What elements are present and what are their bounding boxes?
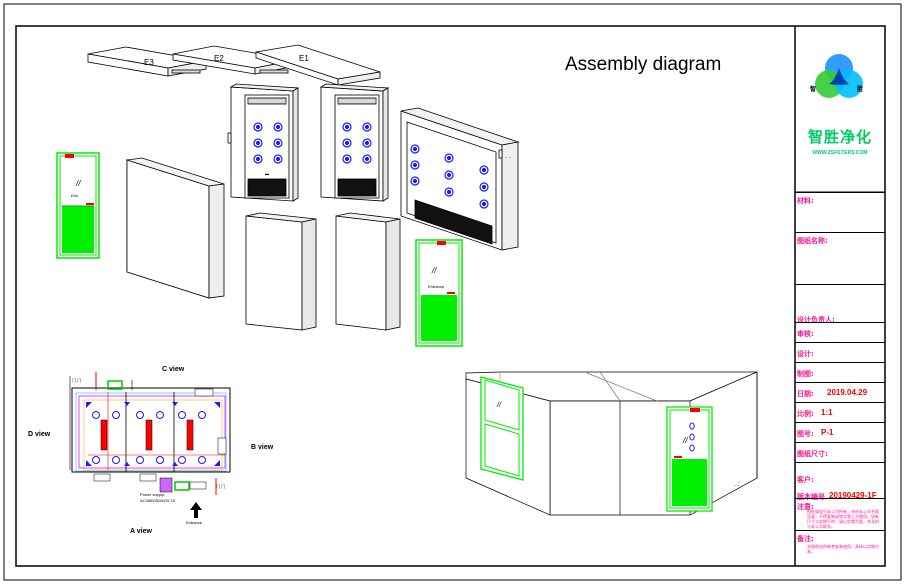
svg-text://: // xyxy=(496,402,502,409)
tb-scale: 比例: 1:1 xyxy=(795,402,885,422)
tb-designer-lead-label: 设计负责人: xyxy=(797,316,835,324)
floor-plan xyxy=(69,372,231,495)
plan-door-label-bottom: 门 门 xyxy=(216,483,225,489)
tb-drafting-label: 制图: xyxy=(797,370,814,378)
tb-version-label: 版本编号 xyxy=(797,493,825,501)
tb-spacer xyxy=(795,302,885,320)
tb-scale-value: 1:1 xyxy=(821,408,833,417)
title-block: 智 胜 智胜净化 WWW.ZSFILTERS.COM 材料: 图纸名称: 设计负… xyxy=(795,26,885,566)
tb-drawing-name: 图纸名称: xyxy=(795,232,885,284)
tb-version: 版本编号 20190429-1F xyxy=(795,480,885,501)
lower-cabinet-2 xyxy=(335,212,401,331)
tb-paper-size-label: 图纸尺寸: xyxy=(797,450,828,458)
panel-e3-label: E3 xyxy=(144,58,154,67)
tb-designer-lead: 设计负责人: xyxy=(795,284,885,324)
tb-review: 审核: xyxy=(795,322,885,342)
tb-customer-label: 客户: xyxy=(797,476,814,484)
tb-review-label: 审核: xyxy=(797,330,814,338)
air-shower-unit-2 xyxy=(319,83,390,202)
air-shower-unit-2-nozzles xyxy=(342,122,372,164)
assembled-exit-door: // xyxy=(480,376,524,481)
power-supply-spec: AC380V/50HZ/5.7A xyxy=(140,498,175,503)
svg-text://: // xyxy=(75,179,81,188)
drawing-title: Assembly diagram xyxy=(565,54,721,75)
tb-material: 材料: xyxy=(795,192,885,232)
side-wall-panel xyxy=(126,157,225,299)
power-supply-label: Power supply: xyxy=(140,492,165,497)
inner-border xyxy=(15,25,886,567)
front-nozzle-panel: . . xyxy=(400,107,520,251)
svg-text://: // xyxy=(431,266,437,275)
logo-left-char: 智 xyxy=(810,86,817,93)
exit-label: Exit xyxy=(71,193,79,198)
front-panel-nozzles xyxy=(410,144,489,209)
a-view-label: A view xyxy=(130,528,152,535)
svg-text:▬: ▬ xyxy=(265,171,269,176)
lower-cabinet-1 xyxy=(245,212,317,331)
tb-scale-label: 比例: xyxy=(797,410,814,418)
tb-design-label: 设计: xyxy=(797,350,814,358)
panel-e2-label: E2 xyxy=(214,54,224,63)
d-view-label: D view xyxy=(28,431,51,438)
svg-text:. .: . . xyxy=(505,153,511,160)
entrance-arrow xyxy=(190,502,202,518)
b-view-label: B view xyxy=(251,444,274,451)
tb-notes-text: 图纸版权归本公司所有，未经本公司书面同意，不得复制或转交第三方使用。如有尺寸与实… xyxy=(807,509,879,529)
tb-drawing-no: 图号: P-1 xyxy=(795,422,885,442)
tb-drawing-no-label: 图号: xyxy=(797,430,814,438)
air-shower-unit-1-nozzles xyxy=(253,122,283,164)
c-view-label: C view xyxy=(162,366,185,373)
tb-date: 日期: 2019.04.29 xyxy=(795,382,885,402)
dimension-marks: . : xyxy=(734,481,740,488)
tb-paper-size: 图纸尺寸: xyxy=(795,442,885,462)
tb-customer: 客户: xyxy=(795,462,885,484)
tb-drawing-no-value: P-1 xyxy=(821,428,834,437)
company-name: 智胜净化 xyxy=(807,128,872,146)
logo-right-char: 胜 xyxy=(857,86,864,93)
tb-date-value: 2019.04.29 xyxy=(827,388,868,397)
tb-notes-label: 注意: xyxy=(797,503,814,511)
tb-material-label: 材料: xyxy=(797,197,814,205)
exit-door: // Exit xyxy=(56,152,100,259)
entrance-door: // Entrance xyxy=(415,239,463,347)
company-logo xyxy=(815,54,863,98)
tb-version-value: 20190429-1F xyxy=(829,491,877,500)
outer-border xyxy=(3,3,902,581)
plan-entrance-label: Entrance xyxy=(186,520,203,525)
air-shower-unit-1: ▬ xyxy=(227,83,300,202)
plan-door-label-top: 门 门 xyxy=(72,377,81,383)
svg-text://: // xyxy=(682,436,688,445)
company-website: WWW.ZSFILTERS.COM xyxy=(812,150,868,156)
panel-e1-label: E1 xyxy=(299,54,309,63)
tb-date-label: 日期: xyxy=(797,390,814,398)
tb-notes: 注意: 图纸版权归本公司所有，未经本公司书面同意，不得复制或转交第三方使用。如有… xyxy=(795,498,885,530)
assembled-entrance-door: // xyxy=(666,406,713,512)
tb-remarks: 备注: 本图纸仅供参考安装使用，具体以实物为准。 xyxy=(795,530,885,566)
tb-remarks-text: 本图纸仅供参考安装使用，具体以实物为准。 xyxy=(807,544,879,554)
ceiling-panel-e2: E2 xyxy=(172,45,297,75)
tb-remarks-label: 备注: xyxy=(797,535,814,543)
entrance-door-label: Entrance xyxy=(428,284,445,289)
ceiling-panel-e1: E1 xyxy=(255,44,381,86)
tb-design: 设计: xyxy=(795,342,885,362)
tb-drafting: 制图: xyxy=(795,362,885,382)
tb-drawing-name-label: 图纸名称: xyxy=(797,237,828,245)
